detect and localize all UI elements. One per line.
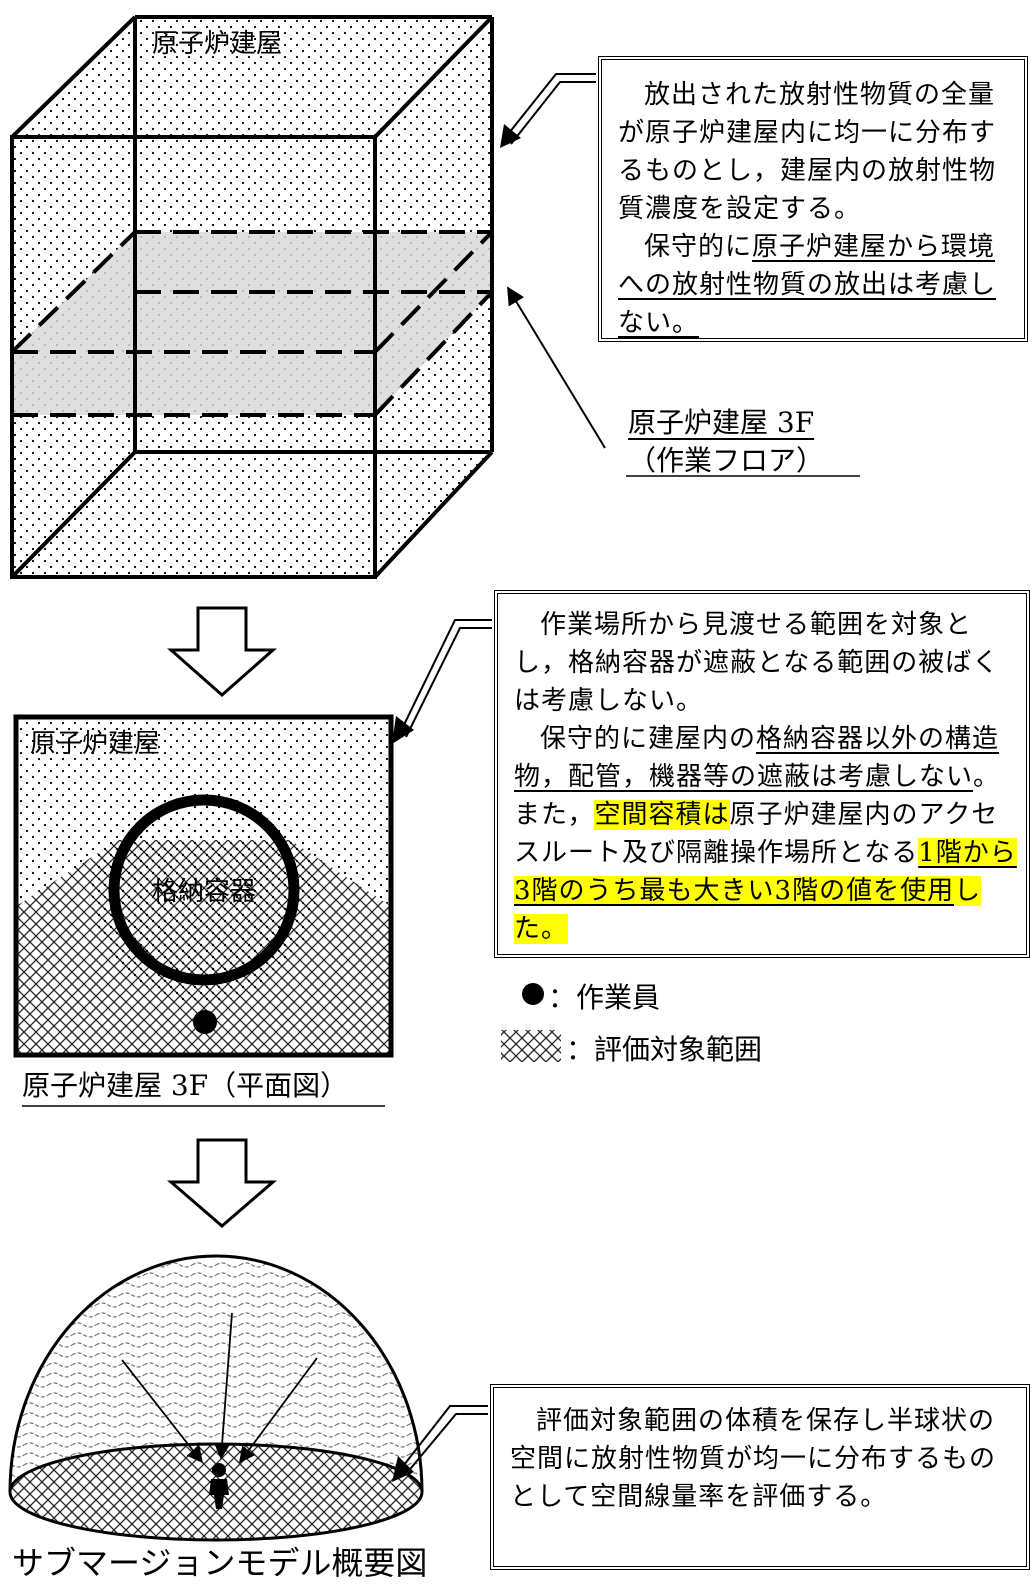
flow-arrow-1 bbox=[167, 606, 277, 698]
callout-1-para2-underlined: 原子炉建屋から環境への放射性物質の放出は考慮しない。 bbox=[618, 232, 997, 338]
plan-building-label: 原子炉建屋 bbox=[30, 729, 160, 759]
callout-2-para2-b: 格納容器以外の構造物，配管，機器等の遮蔽は考慮しない bbox=[514, 724, 1000, 792]
dose-arrows bbox=[121, 1312, 318, 1464]
callout-1-para1: 放出された放射性物質の全量が原子炉建屋内に均一に分布するものとし，建屋内の放射性… bbox=[618, 80, 997, 224]
floor-3f-slab bbox=[12, 232, 492, 415]
floor-3f-dashed-edges bbox=[10, 230, 494, 417]
dome-caption: サブマージョンモデル概要図 bbox=[12, 1544, 427, 1582]
floor-label-pointer bbox=[507, 286, 606, 449]
containment-label: 格納容器 bbox=[152, 877, 256, 907]
callout-2-para1: 作業場所から見渡せる範囲を対象とし，格納容器が遮蔽となる範囲の被ばくは考慮しない… bbox=[514, 610, 1000, 716]
callout-1-para2: 保守的に原子炉建屋から環境への放射性物質の放出は考慮しない。 bbox=[618, 228, 1016, 342]
callout-2-para2-d: 空間容積は bbox=[594, 800, 730, 830]
callout-box-3: 評価対象範囲の体積を保存し半球状の空間に放射性物質が均一に分布するものとして空間… bbox=[490, 1384, 1030, 1570]
legend-eval-range-swatch bbox=[501, 1030, 561, 1062]
callout-3-para1: 評価対象範囲の体積を保存し半球状の空間に放射性物質が均一に分布するものとして空間… bbox=[510, 1406, 997, 1512]
plan-caption: 原子炉建屋 3F（平面図） bbox=[22, 1069, 348, 1102]
submersion-dome bbox=[8, 1254, 424, 1542]
worker-figure bbox=[209, 1463, 229, 1509]
floor-3f-label: 原子炉建屋 3F （作業フロア） bbox=[628, 404, 868, 480]
callout-2-para2-a: 保守的に建屋内の bbox=[540, 724, 757, 754]
floor-3f-label-line2: （作業フロア） bbox=[628, 444, 825, 477]
callout-2-para2-c: 。また， bbox=[514, 762, 1001, 830]
legend-worker-icon bbox=[522, 983, 544, 1005]
callout-1-para2-lead: 保守的に bbox=[644, 232, 753, 262]
building-3d-label: 原子炉建屋 bbox=[152, 29, 282, 59]
callout-2-para2-e: 原子炉建屋内のアクセスルート及び隔離操作場所となる bbox=[514, 800, 999, 868]
flow-arrow-2 bbox=[166, 1138, 278, 1228]
callout-box-1: 放出された放射性物質の全量が原子炉建屋内に均一に分布するものとし，建屋内の放射性… bbox=[598, 56, 1028, 342]
callout-3-pointer bbox=[392, 1405, 488, 1482]
callout-2-pointer bbox=[392, 619, 492, 744]
floor-3f-label-line1: 原子炉建屋 3F bbox=[628, 406, 815, 439]
worker-dot bbox=[193, 1010, 217, 1034]
callout-2-para2: 保守的に建屋内の格納容器以外の構造物，配管，機器等の遮蔽は考慮しない。また，空間… bbox=[514, 720, 1018, 948]
callout-1-pointer bbox=[500, 73, 596, 148]
containment-vessel bbox=[108, 794, 300, 986]
building-3d: 原子炉建屋 bbox=[10, 15, 494, 579]
plan-view: 原子炉建屋 格納容器 bbox=[13, 714, 394, 1058]
callout-box-2: 作業場所から見渡せる範囲を対象とし，格納容器が遮蔽となる範囲の被ばくは考慮しない… bbox=[494, 590, 1030, 958]
legend-eval-range-label: ：評価対象範囲 bbox=[566, 1033, 763, 1066]
legend-worker-label: ：作業員 bbox=[548, 981, 661, 1014]
